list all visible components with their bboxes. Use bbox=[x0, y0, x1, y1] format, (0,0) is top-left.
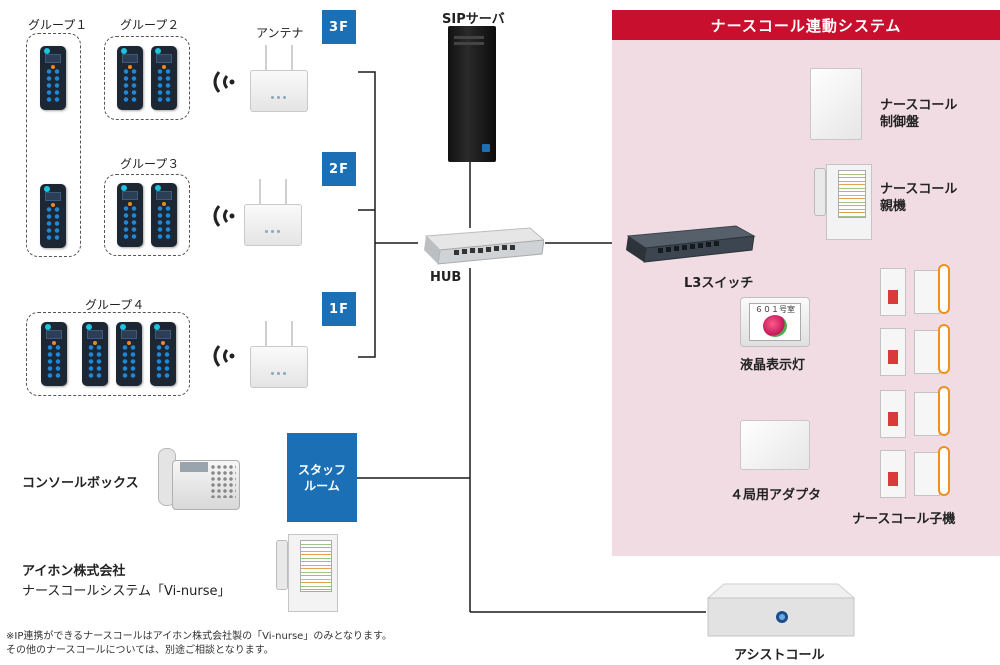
aiphone-company-label: アイホン株式会社 bbox=[22, 564, 126, 579]
group2-label: グループ２ bbox=[120, 18, 180, 32]
desk-phone-icon bbox=[158, 444, 242, 514]
handset-icon bbox=[41, 322, 67, 386]
nurse-child-unit-icon bbox=[880, 386, 952, 442]
floor-1f-badge: 1F bbox=[322, 292, 356, 326]
handset-icon bbox=[40, 184, 66, 248]
assist-call-icon bbox=[706, 580, 856, 640]
group1-label: グループ１ bbox=[28, 18, 88, 32]
handset-icon bbox=[150, 322, 176, 386]
l3-switch-icon bbox=[618, 224, 756, 264]
flower-image bbox=[763, 315, 787, 337]
handset-icon bbox=[151, 183, 177, 247]
child-unit-label: ナースコール子機 bbox=[852, 512, 956, 527]
wireless-signal-icon bbox=[213, 345, 235, 367]
nurse-control-panel-icon bbox=[810, 68, 862, 140]
handset-icon bbox=[116, 322, 142, 386]
hub-icon bbox=[418, 226, 546, 266]
group3-label: グループ３ bbox=[120, 157, 180, 171]
sip-server-label: SIPサーバ bbox=[442, 12, 505, 27]
wireless-signal-icon bbox=[213, 205, 235, 227]
antenna-label: アンテナ bbox=[256, 26, 304, 40]
handset-icon bbox=[117, 183, 143, 247]
hub-label: HUB bbox=[430, 270, 462, 285]
handset-icon bbox=[82, 322, 108, 386]
footnote-1: ※IP連携ができるナースコールはアイホン株式会社製の「Vi-nurse」のみとな… bbox=[6, 631, 393, 642]
handset-icon bbox=[40, 46, 66, 110]
group1-box bbox=[26, 33, 81, 257]
footnote-2: その他のナースコールについては、別途ご相談となります。 bbox=[6, 645, 274, 656]
assist-call-label: アシストコール bbox=[734, 648, 825, 663]
l3-switch-label: L3スイッチ bbox=[684, 276, 754, 291]
nurse-master-unit-icon bbox=[814, 164, 872, 240]
aiphone-product-label: ナースコールシステム「Vi-nurse」 bbox=[22, 584, 231, 599]
staff-room-box: スタッフ ルーム bbox=[287, 433, 357, 522]
master-unit-label-1: ナースコール bbox=[880, 182, 958, 197]
sip-server-icon bbox=[448, 26, 496, 162]
wireless-signal-icon bbox=[213, 71, 235, 93]
group3-box bbox=[104, 174, 190, 256]
nurse-child-unit-icon bbox=[880, 264, 952, 320]
staff-room-label-2: ルーム bbox=[304, 478, 340, 493]
handset-icon bbox=[151, 46, 177, 110]
nurse-system-title: ナースコール連動システム bbox=[612, 10, 1000, 40]
group4-label: グループ４ bbox=[85, 298, 145, 312]
master-unit-label-2: 親機 bbox=[880, 199, 907, 214]
console-box-label: コンソールボックス bbox=[22, 476, 139, 491]
control-panel-label-1: ナースコール bbox=[880, 98, 958, 113]
adapter-label: ４局用アダプタ bbox=[730, 488, 822, 503]
access-point-icon bbox=[244, 179, 302, 246]
floor-2f-badge: 2F bbox=[322, 152, 356, 186]
access-point-icon bbox=[250, 321, 308, 388]
handset-icon bbox=[117, 46, 143, 110]
lcd-light-label: 液晶表示灯 bbox=[740, 358, 806, 373]
floor-3f-badge: 3F bbox=[322, 10, 356, 44]
group2-box bbox=[104, 36, 190, 120]
staff-room-label-1: スタッフ bbox=[297, 462, 346, 477]
adapter-icon bbox=[740, 420, 810, 470]
nurse-child-unit-icon bbox=[880, 324, 952, 380]
vi-nurse-device-icon bbox=[276, 534, 338, 612]
lcd-room-text: ６０１号室 bbox=[755, 305, 795, 314]
lcd-display-light-icon: ６０１号室 bbox=[740, 297, 810, 347]
nurse-child-unit-icon bbox=[880, 446, 952, 502]
control-panel-label-2: 制御盤 bbox=[880, 115, 920, 130]
access-point-icon bbox=[250, 45, 308, 112]
group4-box bbox=[26, 312, 190, 396]
